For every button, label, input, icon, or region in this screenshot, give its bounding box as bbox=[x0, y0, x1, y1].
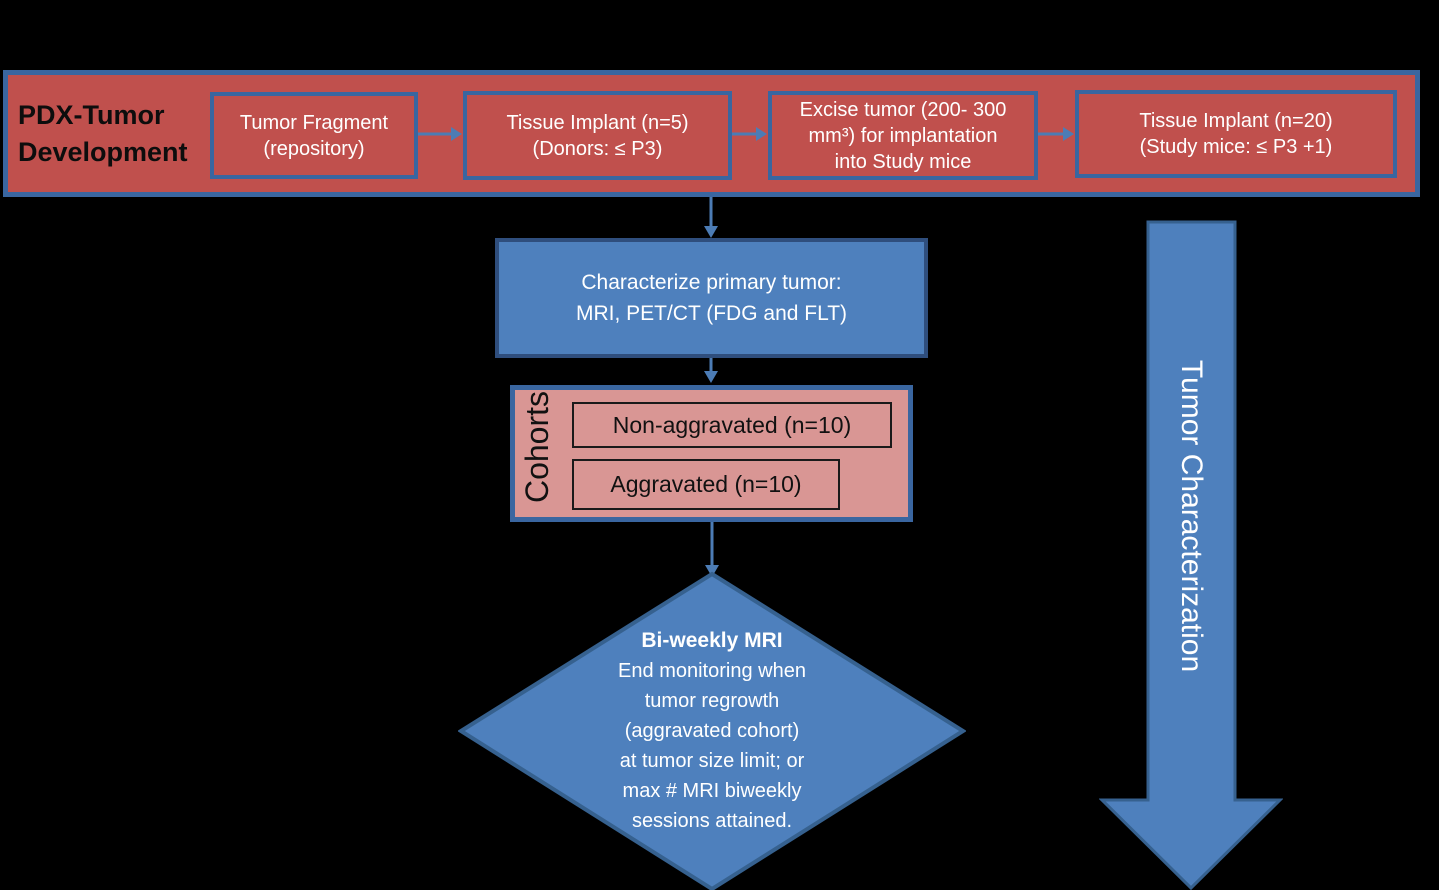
step-tissue-implant-n20: Tissue Implant (n=20) (Study mice: ≤ P3 … bbox=[1075, 90, 1397, 178]
characterize-primary-tumor-box: Characterize primary tumor: MRI, PET/CT … bbox=[495, 238, 928, 358]
flow-arrow-excise-to-implant20-icon bbox=[1038, 127, 1074, 141]
step-line: mm³) for implantation bbox=[808, 124, 998, 147]
step-line: Tissue Implant (n=20) bbox=[1139, 110, 1333, 132]
step-line: Excise tumor (200- 300 bbox=[799, 98, 1007, 121]
decision-line: tumor regrowth bbox=[644, 690, 780, 712]
decision-line: at tumor size limit; or bbox=[619, 750, 805, 772]
step-tumor-fragment: Tumor Fragment (repository) bbox=[210, 92, 418, 179]
decision-line: sessions attained. bbox=[631, 810, 793, 832]
cohort-non-aggravated: Non-aggravated (n=10) bbox=[572, 402, 892, 448]
step-line: (repository) bbox=[263, 137, 365, 160]
flow-arrow-implant5-to-excise-icon bbox=[732, 127, 767, 141]
decision-text: Bi-weekly MRI End monitoring when tumor … bbox=[512, 626, 912, 836]
flow-arrow-cohorts-to-decision-icon bbox=[705, 522, 719, 577]
step-excise-tumor: Excise tumor (200- 300 mm³) for implanta… bbox=[768, 91, 1038, 180]
step-line: Tissue Implant (n=5) bbox=[506, 111, 689, 134]
flow-arrow-characterize-to-cohorts-icon bbox=[704, 358, 718, 383]
characterize-line-2: MRI, PET/CT (FDG and FLT) bbox=[575, 302, 848, 325]
step-line: (Study mice: ≤ P3 +1) bbox=[1139, 136, 1333, 158]
decision-diamond bbox=[458, 571, 966, 890]
tumor-characterization-arrow bbox=[1099, 220, 1283, 890]
step-line: Tumor Fragment bbox=[239, 111, 389, 134]
characterize-line-1: Characterize primary tumor: bbox=[581, 271, 842, 294]
decision-title: Bi-weekly MRI bbox=[641, 629, 783, 652]
decision-line: (aggravated cohort) bbox=[624, 720, 800, 742]
tumor-characterization-label: Tumor Characterization bbox=[1175, 359, 1208, 673]
flow-arrow-fragment-to-implant5-icon bbox=[418, 127, 462, 141]
step-tissue-implant-n5: Tissue Implant (n=5) (Donors: ≤ P3) bbox=[463, 91, 732, 180]
step-line: into Study mice bbox=[834, 150, 972, 173]
decision-line: End monitoring when bbox=[618, 660, 806, 682]
flow-arrow-banner-to-characterize-icon bbox=[704, 197, 718, 238]
step-line: (Donors: ≤ P3) bbox=[532, 137, 663, 160]
cohorts-label: Cohorts bbox=[519, 390, 555, 504]
cohort-aggravated: Aggravated (n=10) bbox=[572, 459, 840, 510]
decision-line: max # MRI biweekly bbox=[622, 780, 802, 802]
banner-title: PDX-Tumor Development bbox=[18, 99, 188, 167]
